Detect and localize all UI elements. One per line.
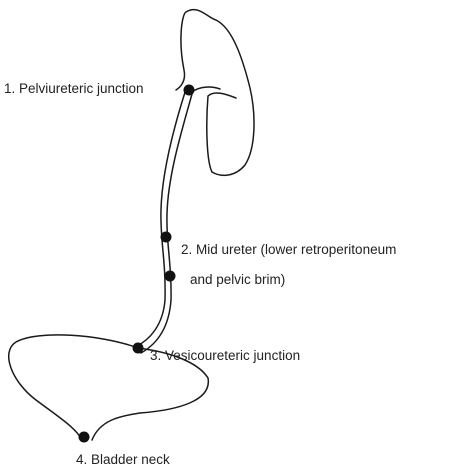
label-bladder-neck: 4. Bladder neck [76, 451, 170, 469]
label-pelviureteric-junction: 1. Pelviureteric junction [4, 80, 144, 98]
renal-pelvis-inner-curve [192, 87, 220, 92]
label-mid-ureter-line1: 2. Mid ureter (lower retroperitoneum [181, 241, 396, 259]
label-mid-ureter-line2: and pelvic brim) [190, 271, 285, 289]
ureter-left-wall [135, 86, 187, 347]
ureter-right-wall [141, 94, 192, 353]
point-pelviureteric-junction [184, 85, 195, 96]
point-vesicoureteric-junction [133, 343, 144, 354]
point-mid-ureter-lower [165, 271, 176, 282]
point-bladder-neck [79, 432, 90, 443]
point-mid-ureter-upper [161, 232, 172, 243]
label-vesicoureteric-junction: 3. Vesicoureteric junction [150, 347, 300, 365]
